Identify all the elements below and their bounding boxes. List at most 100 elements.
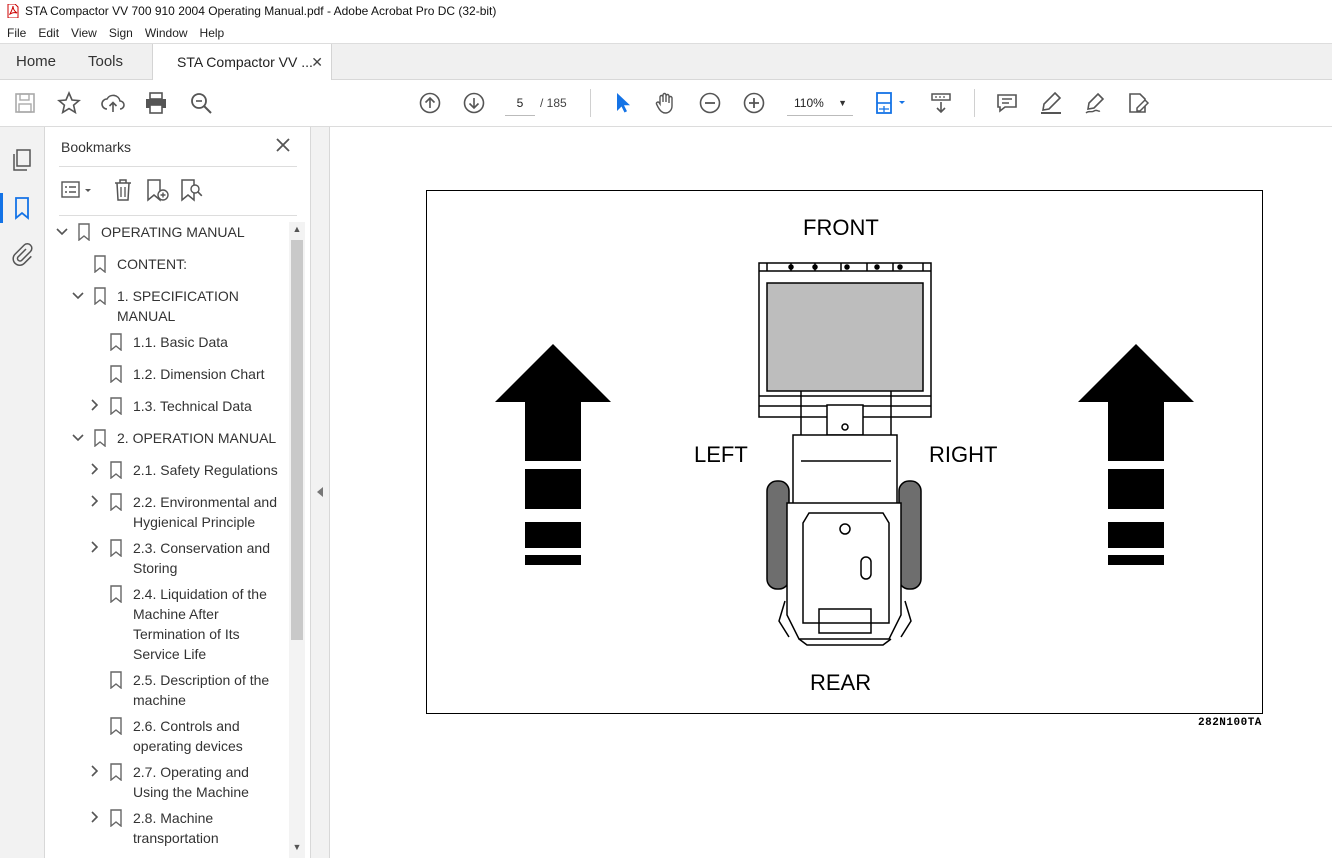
bookmark-label: Service Life [133, 646, 207, 662]
zoom-level-value: 110% [794, 96, 824, 110]
bookmark-label: CONTENT: [117, 256, 187, 272]
chevron-down-icon[interactable] [71, 286, 85, 306]
bookmark-icon [78, 223, 90, 241]
star-icon[interactable] [56, 90, 82, 116]
navigation-rail [0, 127, 45, 858]
hand-tool-icon[interactable] [653, 90, 679, 116]
bookmark-icon [110, 539, 122, 557]
bookmark-label: Machine After [133, 606, 219, 622]
bookmark-label: MANUAL [117, 308, 176, 324]
chevron-right-icon[interactable] [87, 460, 101, 480]
comment-icon[interactable] [994, 90, 1020, 116]
arrow-left-icon [495, 344, 611, 565]
search-zoom-icon[interactable] [188, 90, 214, 116]
page-display-icon[interactable] [873, 90, 909, 116]
compactor-top-view [758, 262, 932, 646]
figure-code: 282N100TA [1198, 717, 1262, 729]
menu-edit[interactable]: Edit [38, 25, 60, 40]
bookmark-icon [110, 717, 122, 735]
zoom-in-icon[interactable] [741, 90, 767, 116]
bookmark-search-icon[interactable] [179, 177, 205, 203]
bookmark-label: 2.4. Liquidation of the [133, 586, 267, 602]
chevron-right-icon[interactable] [87, 538, 101, 558]
chevron-right-icon[interactable] [87, 492, 101, 512]
page-number-input[interactable]: 5 [505, 90, 535, 116]
chevron-down-icon[interactable] [55, 222, 69, 242]
draw-sign-icon[interactable] [1082, 90, 1108, 116]
zoom-level-select[interactable]: 110% ▼ [787, 90, 853, 116]
close-panel-icon[interactable] [273, 135, 293, 155]
options-menu-icon[interactable] [60, 177, 96, 203]
tab-tools[interactable]: Tools [88, 53, 124, 70]
bookmark-label: 1.1. Basic Data [133, 334, 228, 350]
menu-window[interactable]: Window [144, 25, 188, 40]
scroll-mode-icon[interactable] [928, 90, 954, 116]
tab-home[interactable]: Home [16, 53, 57, 70]
panel-divider [59, 215, 297, 216]
bookmark-label: 1. SPECIFICATION [117, 288, 239, 304]
bookmark-icon [94, 255, 106, 273]
scrollbar-thumb[interactable] [291, 240, 303, 640]
close-tab-icon[interactable]: ✕ [311, 54, 323, 70]
bookmark-scrollbar[interactable]: ▲ ▼ [289, 222, 305, 858]
document-view[interactable]: FRONT REAR LEFT RIGHT 282N100TA [330, 127, 1332, 858]
fill-sign-icon[interactable] [1125, 90, 1151, 116]
acrobat-pdf-icon [7, 4, 19, 18]
chevron-right-icon[interactable] [87, 808, 101, 828]
bookmark-icon [94, 429, 106, 447]
chevron-right-icon[interactable] [87, 762, 101, 782]
label-left: LEFT [694, 442, 748, 467]
panel-title: Bookmarks [61, 139, 132, 155]
bookmark-icon [110, 397, 122, 415]
menu-file[interactable]: File [7, 25, 27, 40]
bookmark-label: Storing [133, 560, 178, 576]
label-rear: REAR [810, 670, 872, 695]
menu-help[interactable]: Help [199, 25, 225, 40]
chevron-down-icon: ▼ [838, 98, 847, 108]
menu-sign[interactable]: Sign [108, 25, 133, 40]
menu-view[interactable]: View [71, 25, 97, 40]
upload-cloud-icon[interactable] [100, 90, 126, 116]
arrow-right-icon [1078, 344, 1194, 565]
bookmark-label: Termination of Its [133, 626, 240, 642]
print-icon[interactable] [143, 90, 169, 116]
menu-bar: File Edit View Sign Window Help [0, 22, 1332, 43]
zoom-out-icon[interactable] [697, 90, 723, 116]
bookmark-label: 1.2. Dimension Chart [133, 366, 265, 382]
page-thumbnails-icon[interactable] [9, 147, 35, 173]
bookmark-label: 2.5. Description of the [133, 672, 270, 688]
bookmark-label: Hygienical Principle [133, 514, 256, 530]
active-indicator [0, 193, 3, 223]
machine-orientation-figure: FRONT REAR LEFT RIGHT [426, 190, 1263, 714]
bookmark-label: OPERATING MANUAL [101, 224, 245, 240]
chevron-right-icon[interactable] [87, 396, 101, 416]
bookmark-icon [110, 493, 122, 511]
panel-collapse-strip[interactable] [311, 127, 330, 858]
tab-document[interactable]: STA Compactor VV ... ✕ [152, 44, 332, 81]
bookmark-label: Using the Machine [133, 784, 249, 800]
label-front: FRONT [803, 215, 879, 240]
chevron-down-icon[interactable] [71, 428, 85, 448]
bookmark-label: machine [133, 692, 186, 708]
new-bookmark-icon[interactable] [145, 177, 171, 203]
delete-trash-icon[interactable] [111, 177, 135, 203]
attachments-paperclip-icon[interactable] [9, 241, 35, 267]
scroll-up-icon[interactable]: ▲ [292, 224, 302, 234]
collapse-panel-icon[interactable] [317, 487, 323, 497]
select-cursor-icon[interactable] [609, 90, 635, 116]
next-page-icon[interactable] [461, 90, 487, 116]
bookmark-icon [110, 333, 122, 351]
toolbar-divider [974, 89, 975, 117]
bookmark-label: 2. OPERATION MANUAL [117, 430, 277, 446]
highlight-pen-icon[interactable] [1038, 90, 1064, 116]
bookmark-label: 2.6. Controls and [133, 718, 240, 734]
scroll-down-icon[interactable]: ▼ [292, 842, 302, 852]
bookmarks-icon[interactable] [9, 195, 35, 221]
bookmarks-panel: Bookmarks OPERATING MANUAL CONTENT: 1. SPE… [45, 127, 311, 858]
tab-document-label: STA Compactor VV ... [177, 54, 313, 70]
save-icon[interactable] [12, 90, 38, 116]
previous-page-icon[interactable] [417, 90, 443, 116]
bookmark-label: 2.2. Environmental and [133, 494, 277, 510]
bookmark-list: OPERATING MANUAL CONTENT: 1. SPECIFICATION… [45, 222, 289, 858]
